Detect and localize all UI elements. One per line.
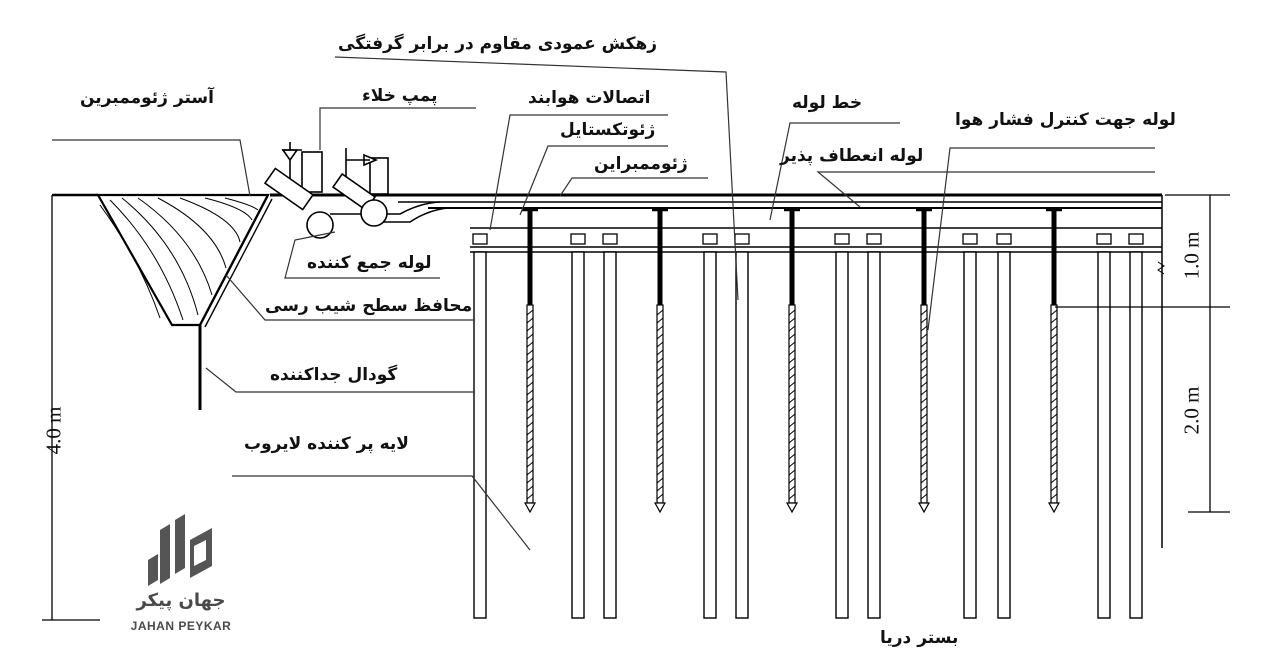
pipe-line-label: خط لوله <box>792 93 863 113</box>
airtight-fitting <box>962 233 978 245</box>
slope-protector-label: محافظ سطح شیب رسی <box>265 296 473 316</box>
plain-drain-pipe <box>1096 233 1112 619</box>
airtight-fitting <box>570 233 586 245</box>
airtight-fitting <box>866 233 882 245</box>
airtight-fitting <box>834 233 850 245</box>
flexible-pipe-label: لوله انعطاف پذیر <box>780 146 924 166</box>
vertical-drains <box>522 208 1062 514</box>
plain-drain-pipe <box>734 233 750 619</box>
air-pressure-pipe-label: لوله جهت کنترل فشار هوا <box>955 110 1176 130</box>
airtight-fittings-label: اتصالات هوابند <box>528 88 651 108</box>
horizontal-pipe-line <box>470 227 1162 253</box>
logo-name-fa: جهان پیکر <box>136 590 226 611</box>
plain-drain-pipe <box>1128 233 1144 619</box>
total-depth-label: 4.0 m <box>41 406 66 455</box>
upper-zone-label: 1.0 m <box>1179 231 1204 280</box>
anti-clogging-drain <box>784 208 800 514</box>
vacuum-pump-2 <box>331 148 389 227</box>
leader-lines <box>52 56 1155 551</box>
anti-clogging-drain <box>1046 208 1062 514</box>
dimension-lines <box>42 194 1230 621</box>
airtight-fitting <box>996 233 1012 245</box>
geotextile-label: ژئوتکستایل <box>560 120 656 140</box>
plain-drain-pipe <box>570 233 586 619</box>
airtight-fitting <box>734 233 750 245</box>
plain-drain-pipe <box>996 233 1012 619</box>
plain-drain-pipe <box>702 233 718 619</box>
airtight-fitting <box>1128 233 1144 245</box>
vacuum-pump-label: پمپ خلاء <box>362 86 438 106</box>
plain-drain-pipe <box>602 233 618 619</box>
jahan-peykar-logo-icon <box>148 514 212 586</box>
airtight-fitting <box>472 233 488 245</box>
anti-clogging-drain <box>916 208 932 514</box>
airtight-fitting <box>702 233 718 245</box>
anti-clogging-drain <box>522 208 538 514</box>
anti-clogging-drain <box>652 208 668 514</box>
geomembrane-label: ژئوممبراین <box>594 154 688 174</box>
filler-layer-label: لایه پر کننده لایروب <box>244 434 409 454</box>
plain-drain-pipe <box>962 233 978 619</box>
plain-drain-pipe <box>834 233 850 619</box>
seabed-label: بستر دریا <box>880 628 959 648</box>
collector-pipe-line <box>330 201 441 215</box>
collector-pipe-line-lower <box>380 207 449 223</box>
plain-drain-pipe <box>472 233 488 619</box>
collector-pipe-label: لوله جمع کننده <box>307 253 432 273</box>
airtight-fitting <box>1096 233 1112 245</box>
plain-drains <box>472 233 1144 619</box>
airtight-fitting <box>602 233 618 245</box>
vacuum-pump-1 <box>263 142 334 239</box>
logo-name-en: JAHAN PEYKAR <box>130 619 232 633</box>
lower-zone-label: 2.0 m <box>1179 386 1204 435</box>
separating-trench-label: گودال جداکننده <box>270 365 398 385</box>
plain-drain-pipe <box>866 233 882 619</box>
separating-trench <box>96 193 273 410</box>
vertical-drain-label: زهکش عمودی مقاوم در برابر گرفتگی <box>338 34 658 54</box>
geomembrane-liner-label: آستر ژئوممبرین <box>80 88 214 108</box>
